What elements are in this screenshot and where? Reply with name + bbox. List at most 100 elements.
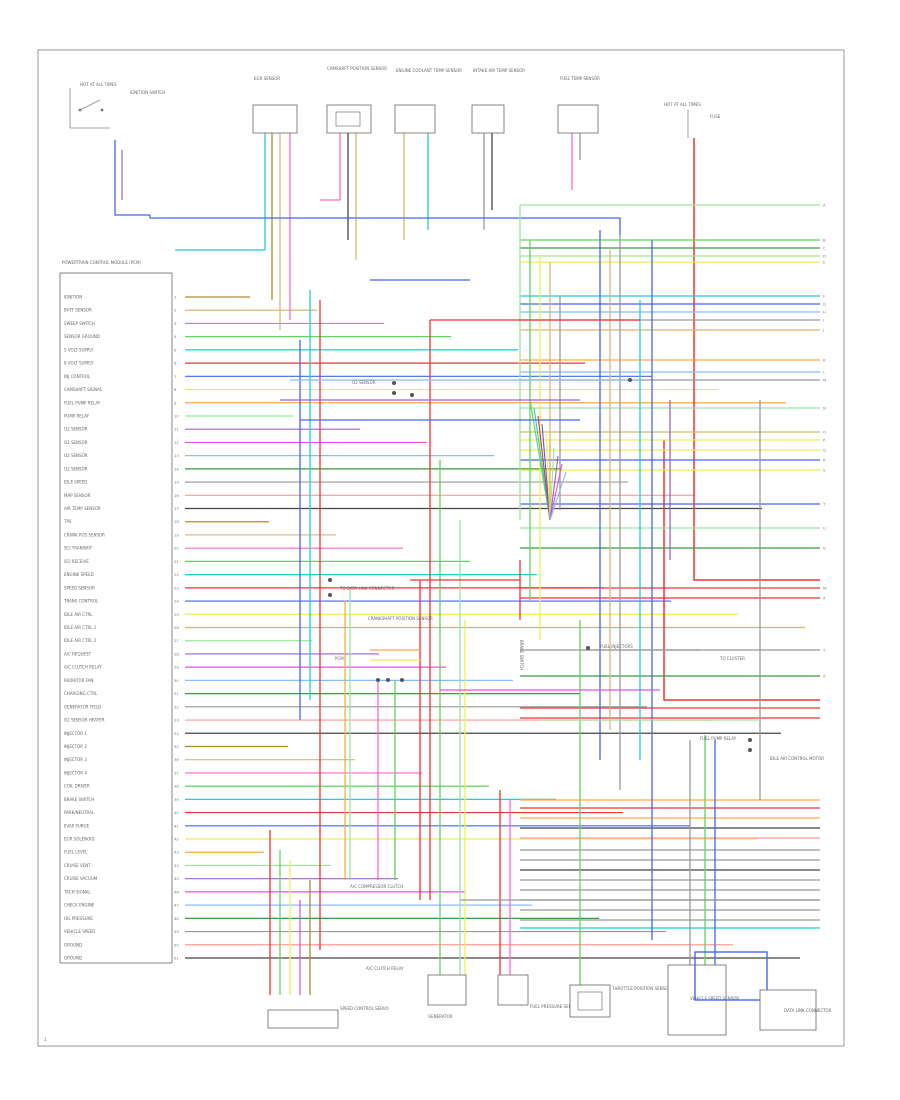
pcm-pin-number: 6 [174, 361, 177, 366]
pcm-pin-label: IDLE SPEED [64, 480, 87, 485]
pcm-pin-label: CHECK ENGINE [64, 903, 95, 908]
right-terminal-label: H [823, 309, 826, 314]
pcm-pin-label: IGNITION [64, 295, 82, 300]
pcm-pin-label: BRAKE SWITCH [64, 797, 94, 802]
pcm-pin-number: 15 [174, 480, 179, 485]
generator-label: GENERATOR [428, 1014, 453, 1019]
mid-label-cluster: TO CLUSTER [719, 656, 745, 661]
pcm-pin-label: COIL DRIVER [64, 784, 90, 789]
pcm-pin-number: 41 [174, 823, 179, 828]
pcm-pin-label: CRUISE VACUUM [64, 876, 98, 881]
pcm-pin-number: 16 [174, 493, 179, 498]
splice-dot [392, 391, 396, 395]
tps-box [569, 984, 611, 1018]
pcm-pin-number: 43 [174, 850, 179, 855]
wire-fan [549, 455, 559, 521]
fuse-sub: FUSE [710, 114, 721, 119]
mid-label-ckp: CRANKSHAFT POSITION SENSOR [368, 616, 433, 621]
iat-sensor-label: INTAKE AIR TEMP SENSOR [473, 68, 525, 73]
servo-box [267, 1009, 339, 1029]
pcm-pin-number: 31 [174, 691, 179, 696]
right-terminal-label: I [823, 317, 824, 322]
pcm-pin-number: 11 [174, 427, 179, 432]
pcm-pin-label: FUEL LEVEL [64, 850, 88, 855]
pcm-pin-number: 14 [174, 466, 179, 471]
mid-label-ac: A/C COMPRESSOR CLUTCH [350, 884, 403, 889]
pcm-pin-label: O2 SENSOR [64, 453, 88, 458]
camshaft-sensor-box [326, 104, 372, 134]
right-terminal-label: P [823, 437, 826, 442]
right-terminal-label: U [823, 525, 826, 530]
pcm-pin-label: ENGINE SPEED [64, 572, 94, 577]
wire-fuse [693, 138, 820, 581]
pcm-pin-label: PARK/NEUTRAL [64, 810, 95, 815]
fuel-pressure-box [497, 974, 529, 1006]
right-terminal-label: B [823, 237, 826, 242]
pcm-pin-label: FUEL PUMP RELAY [64, 400, 101, 405]
pcm-pin-label: 8 VOLT SUPPLY [64, 361, 94, 366]
right-terminal-label: R [823, 457, 826, 462]
pcm-pin-number: 39 [174, 797, 179, 802]
pcm-pin-label: GROUND [64, 942, 82, 947]
vss-label: VEHICLE SPEED SENSOR [690, 996, 739, 1001]
pcm-pin-label: SPEED SENSOR [64, 585, 95, 590]
pcm-pin-number: 1 [174, 295, 177, 300]
mid-label-inj: FUEL INJECTORS [600, 644, 633, 649]
right-terminal-label: L [823, 369, 826, 374]
pcm-pin-label: A/C CLUTCH RELAY [64, 665, 102, 670]
pcm-pin-number: 8 [174, 387, 177, 392]
ect-sensor-box [394, 104, 436, 134]
egr-sensor-box [252, 104, 298, 134]
pcm-pin-number: 19 [174, 532, 179, 537]
pcm-pin-label: EGR SOLENOID [64, 837, 95, 842]
pcm-pin-label: GROUND [64, 956, 82, 961]
right-terminal-label: X [823, 595, 826, 600]
generator-box [427, 974, 467, 1006]
pcm-pin-number: 22 [174, 572, 179, 577]
pcm-pin-number: 42 [174, 837, 179, 842]
pcm-pin-label: SWEEP SWITCH [64, 321, 95, 326]
pcm-pin-label: GENERATOR FIELD [64, 704, 101, 709]
pcm-pin-label: 5 VOLT SUPPLY [64, 347, 94, 352]
fuel-pressure-label: FUEL PRESSURE SENSOR [530, 1004, 580, 1009]
pcm-pin-number: 28 [174, 651, 179, 656]
pcm-pin-label: IDLE AIR CTRL 1 [64, 625, 97, 630]
pcm-pin-number: 38 [174, 784, 179, 789]
right-terminal-label: G [823, 301, 826, 306]
splice-dot [392, 381, 396, 385]
right-terminal-label: Y [823, 647, 826, 652]
fuel-temp-sensor-box [557, 104, 599, 134]
pcm-pin-label: CRANK POS SENSOR [64, 532, 105, 537]
right-terminal-label: T [822, 501, 826, 506]
pcm-pin-label: CHARGING CTRL [64, 691, 98, 696]
wire-fan [537, 415, 551, 521]
pcm-pin-label: EVAP PURGE [64, 823, 90, 828]
pcm-pin-label: SCI TRANSMIT [64, 546, 93, 551]
pcm-pin-label: TRANS CONTROL [63, 599, 99, 604]
dlc-label: DATA LINK CONNECTOR [784, 1008, 832, 1013]
right-terminal-label: J [822, 327, 824, 332]
pcm-pin-label: CRUISE VENT [64, 863, 91, 868]
mid-label-iac: IDLE AIR CONTROL MOTOR [770, 756, 824, 761]
fuel-temp-sensor-label: FUEL TEMP SENSOR [560, 76, 600, 81]
pcm-pin-label: OIL PRESSURE [64, 916, 93, 921]
splice-dot [410, 393, 414, 397]
wire-ign [114, 140, 621, 235]
pcm-pin-number: 48 [174, 916, 179, 921]
pcm-pin-number: 37 [174, 770, 179, 775]
wire-cam [320, 133, 341, 201]
right-terminal-label: V [823, 545, 826, 550]
pcm-pin-label: SENSOR GROUND [64, 334, 100, 339]
camshaft-sensor-label: CAMSHAFT POSITION SENSOR [327, 66, 387, 71]
pcm-pin-number: 34 [174, 731, 179, 736]
mid-labels: O2 SENSOR TO DATA LINK CONNECTOR CRANKSH… [335, 380, 824, 889]
right-terminal-label: O [823, 429, 826, 434]
pcm-pin-number: 17 [174, 506, 179, 511]
pcm-pin-number: 51 [174, 956, 179, 961]
pcm-pin-label: BATT SENSOR [64, 308, 92, 313]
splice-dot [748, 748, 752, 752]
splice-dot [328, 578, 332, 582]
right-terminal-label: D [823, 253, 826, 258]
